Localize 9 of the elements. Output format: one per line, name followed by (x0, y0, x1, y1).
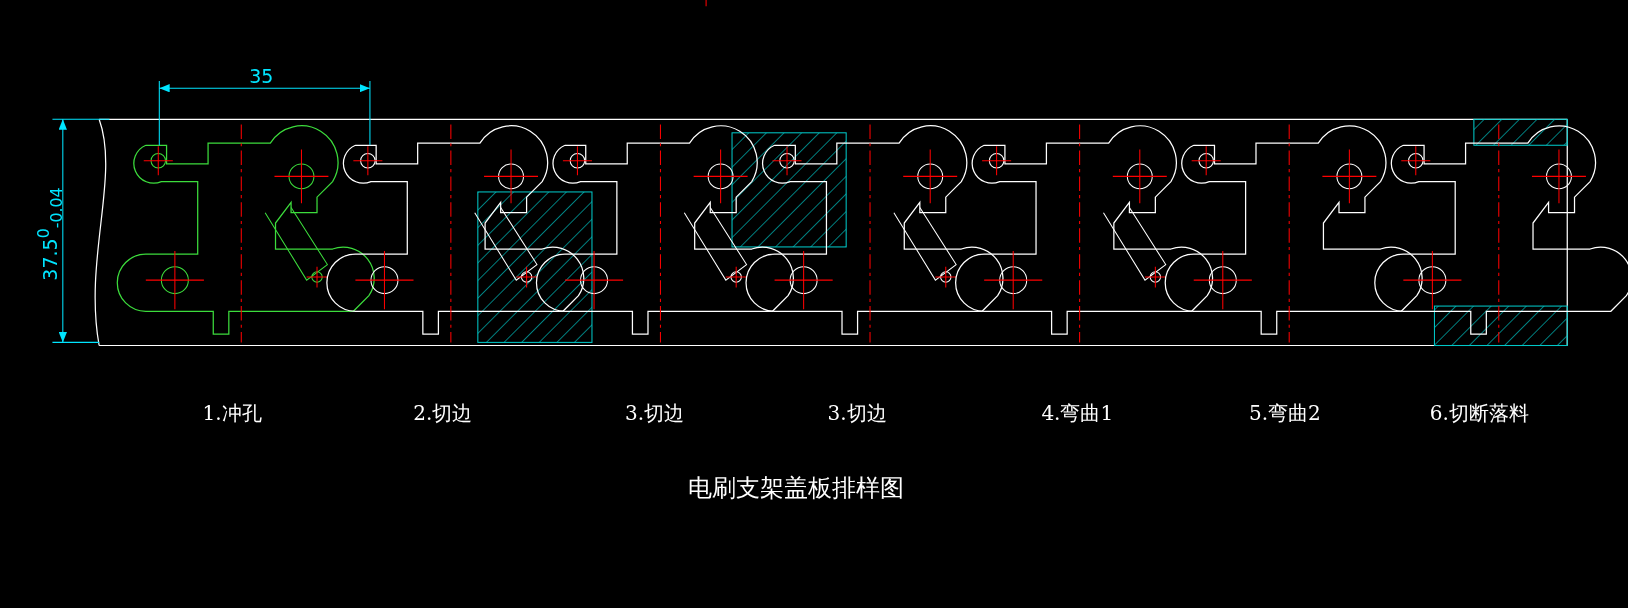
station-label: 2.切边 (413, 399, 473, 427)
station-label: 1.冲孔 (202, 399, 262, 427)
station-label: 3.切边 (625, 399, 685, 427)
station-label: 4.弯曲1 (1041, 399, 1114, 427)
station-label: 3.切边 (827, 399, 887, 427)
dimension-text: 35 (249, 65, 274, 88)
station-label: 5.弯曲2 (1249, 399, 1321, 427)
drawing-title: 电刷支架盖板排样图 (688, 473, 905, 505)
station-label: 6.切断落料 (1429, 399, 1529, 427)
